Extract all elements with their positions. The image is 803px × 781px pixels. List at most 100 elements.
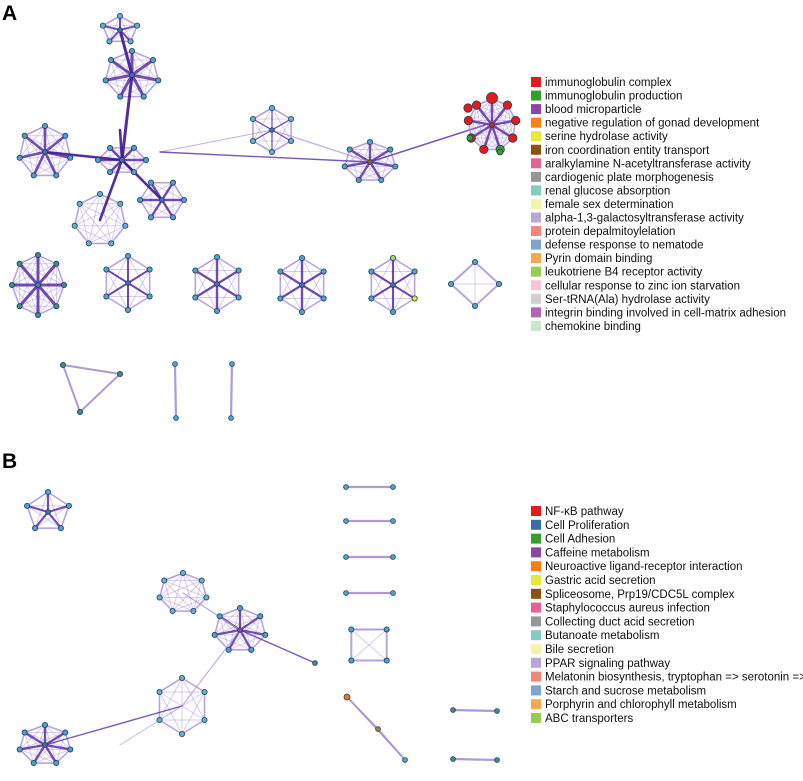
network-edge — [214, 615, 261, 636]
network-edge — [24, 135, 57, 176]
network-node — [107, 169, 114, 176]
network-edge — [392, 297, 416, 313]
network-edge — [279, 283, 304, 300]
network-node — [213, 307, 220, 314]
legend-swatch — [531, 671, 541, 682]
network-node — [508, 133, 518, 143]
network-edge — [60, 505, 70, 529]
network-edge — [159, 580, 203, 598]
network-edge — [19, 732, 66, 750]
network-edge — [159, 572, 184, 598]
network-edge — [105, 295, 129, 311]
network-node — [16, 303, 23, 310]
legend-swatch — [531, 685, 541, 696]
network-edge — [218, 607, 241, 618]
network-node — [213, 253, 220, 260]
network-node — [42, 722, 49, 729]
network-node — [16, 154, 23, 161]
network-edge — [19, 284, 65, 307]
network-node — [173, 415, 179, 421]
network-edge — [252, 140, 273, 153]
network-node — [450, 707, 456, 713]
network-node — [147, 179, 154, 186]
network-node — [125, 306, 132, 313]
network-edge — [163, 580, 207, 598]
network-node — [312, 660, 318, 666]
network-node — [269, 127, 275, 133]
legend-swatch — [531, 293, 541, 304]
network-edge — [18, 743, 47, 751]
network-node — [343, 693, 351, 701]
network-edge — [127, 255, 151, 271]
legend-label: blood microparticle — [545, 104, 642, 116]
network-node — [125, 280, 131, 286]
network-node — [368, 295, 375, 302]
network-node — [288, 116, 295, 123]
network-edge — [105, 268, 129, 284]
network-node — [155, 77, 162, 84]
network-edge — [36, 262, 58, 287]
network-edge — [18, 150, 47, 160]
network-node — [35, 311, 42, 318]
network-node — [216, 613, 223, 620]
network-node — [392, 163, 399, 170]
network-node — [348, 657, 355, 664]
network-node — [447, 280, 454, 287]
network-edge — [181, 677, 206, 721]
network-edge — [109, 58, 134, 77]
network-edge — [474, 261, 500, 285]
network-edge — [181, 719, 206, 735]
network-edge — [271, 140, 292, 153]
network-node — [494, 708, 500, 714]
network-node — [71, 222, 78, 229]
legend-label: cardiogenic plate morphogenesis — [545, 172, 714, 184]
network-node — [156, 594, 163, 601]
network-node — [298, 308, 305, 315]
network-edge — [110, 224, 127, 245]
network-edge — [110, 203, 121, 244]
network-edge — [55, 262, 65, 286]
network-node — [67, 154, 74, 161]
legend-label: Gastric acid secretion — [545, 575, 656, 587]
network-node — [494, 757, 500, 763]
network-edge — [105, 255, 129, 270]
legend-label: PPAR signaling pathway — [545, 658, 670, 670]
network-edge — [182, 592, 241, 631]
network-edge — [102, 15, 121, 27]
legend-swatch — [531, 602, 541, 613]
network-edge — [18, 748, 35, 764]
network-node — [411, 268, 418, 275]
network-edge — [127, 282, 151, 298]
legend-label: Pyrin domain binding — [545, 253, 652, 265]
network-edge — [130, 58, 155, 77]
network-edge — [24, 724, 46, 734]
network-node — [136, 196, 143, 203]
network-edge — [88, 193, 101, 244]
network-node — [343, 518, 349, 524]
network-node — [42, 742, 48, 748]
network-node — [389, 254, 396, 261]
network-edge — [213, 628, 242, 636]
network-edge — [127, 295, 151, 311]
network-node — [147, 214, 154, 221]
network-edge — [343, 165, 360, 181]
network-edge — [33, 135, 66, 176]
network-edge — [219, 615, 266, 636]
legend-label: Cell Proliferation — [545, 520, 629, 532]
network-node — [402, 757, 408, 763]
network-edge — [98, 158, 124, 222]
network-edge — [18, 156, 35, 177]
network-edge — [368, 148, 392, 164]
network-node — [140, 93, 147, 100]
network-edge — [192, 580, 203, 612]
network-node — [277, 295, 284, 302]
network-node — [159, 197, 165, 203]
network-edge — [118, 128, 124, 162]
legend-label: Porphyrin and chlorophyll metabolism — [545, 699, 737, 711]
network-edge — [104, 59, 112, 82]
network-edge — [62, 364, 121, 375]
network-edge — [158, 596, 174, 612]
network-edge — [182, 572, 194, 612]
